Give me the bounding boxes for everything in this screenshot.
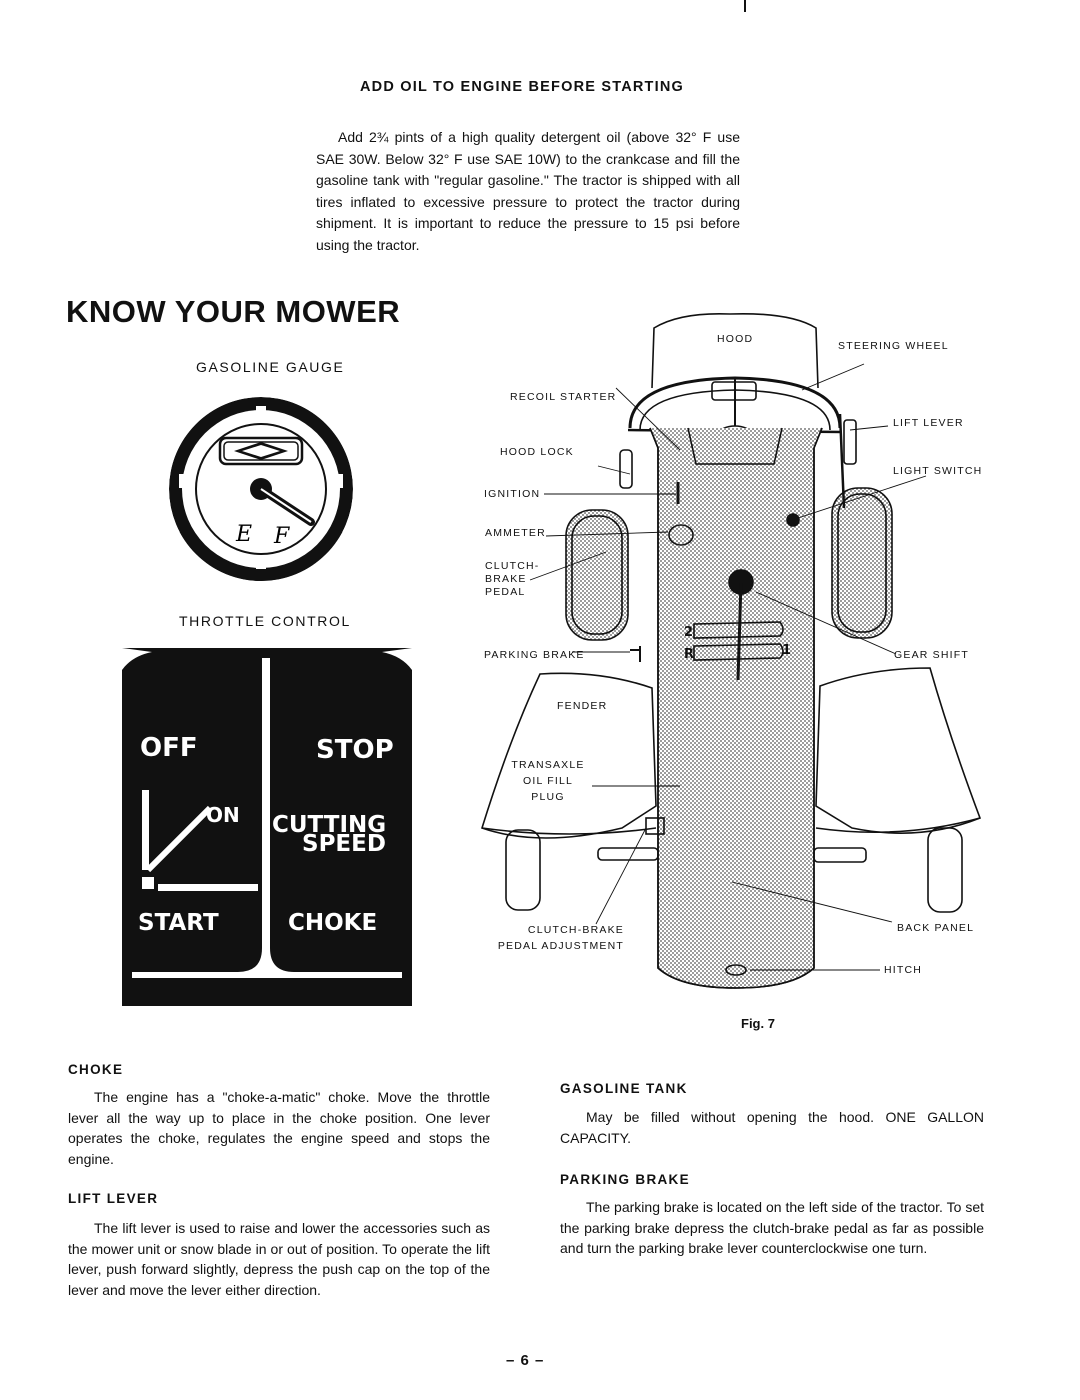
oil-heading: ADD OIL TO ENGINE BEFORE STARTING	[360, 79, 684, 95]
choke-heading: CHOKE	[68, 1062, 124, 1077]
label-clutch-brake-pedal: CLUTCH- BRAKE PEDAL	[485, 560, 540, 598]
label-lift-lever: LIFT LEVER	[893, 417, 964, 429]
gear-mark-2: 2	[684, 625, 693, 640]
throttle-caption: THROTTLE CONTROL	[179, 613, 351, 629]
gasoline-tank-paragraph: May be filled without opening the hood. …	[560, 1109, 984, 1146]
gauge-full-mark: F	[273, 524, 290, 549]
label-parking-brake: PARKING BRAKE	[484, 649, 585, 661]
label-transaxle-oil-fill-plug: TRANSAXLE OIL FILL PLUG	[511, 759, 585, 803]
page-number: – 6 –	[506, 1352, 545, 1369]
lift-lever-paragraph: The lift lever is used to raise and lowe…	[68, 1220, 490, 1298]
choke-paragraph: The engine has a "choke-a-matic" choke. …	[68, 1089, 490, 1167]
label-back-panel: BACK PANEL	[897, 922, 975, 934]
figure-caption: Fig. 7	[741, 1016, 775, 1031]
gasoline-gauge-figure: E F	[169, 397, 353, 581]
throttle-control-figure: OFF ON START STOP CUTTING SPEED CHOKE	[122, 648, 412, 1006]
throttle-cutting-label: CUTTING	[272, 812, 386, 838]
tractor-diagram: 2 R 1	[481, 312, 982, 989]
throttle-start-label: START	[138, 910, 219, 936]
label-hood: HOOD	[717, 333, 754, 345]
margin-mark	[744, 0, 746, 12]
label-recoil-starter: RECOIL STARTER	[510, 391, 617, 403]
label-fender: FENDER	[557, 700, 608, 712]
parking-brake-paragraph: The parking brake is located on the left…	[560, 1199, 984, 1257]
label-ammeter: AMMETER	[485, 527, 546, 539]
throttle-off-label: OFF	[140, 733, 198, 763]
label-clutch-brake-adjustment: CLUTCH-BRAKE PEDAL ADJUSTMENT	[497, 924, 624, 952]
label-gear-shift: GEAR SHIFT	[894, 649, 970, 661]
gauge-empty-mark: E	[235, 522, 252, 547]
throttle-speed-label: SPEED	[302, 831, 386, 857]
label-hood-lock: HOOD LOCK	[500, 446, 574, 458]
throttle-stop-label: STOP	[316, 735, 394, 765]
lift-lever-heading: LIFT LEVER	[68, 1191, 159, 1206]
label-hitch: HITCH	[884, 964, 923, 976]
gauge-caption: GASOLINE GAUGE	[196, 359, 345, 375]
gear-mark-r: R	[684, 647, 694, 662]
gasoline-tank-heading: GASOLINE TANK	[560, 1081, 688, 1096]
throttle-on-label: ON	[206, 803, 240, 827]
label-ignition: IGNITION	[484, 488, 541, 500]
gear-mark-1: 1	[782, 643, 791, 658]
label-light-switch: LIGHT SWITCH	[893, 465, 983, 477]
oil-paragraph: Add 2¾ pints of a high quality detergent…	[316, 129, 740, 253]
label-steering-wheel: STEERING WHEEL	[838, 340, 949, 352]
page-title: KNOW YOUR MOWER	[66, 294, 401, 329]
throttle-choke-label: CHOKE	[288, 910, 377, 936]
parking-brake-heading: PARKING BRAKE	[560, 1172, 690, 1187]
